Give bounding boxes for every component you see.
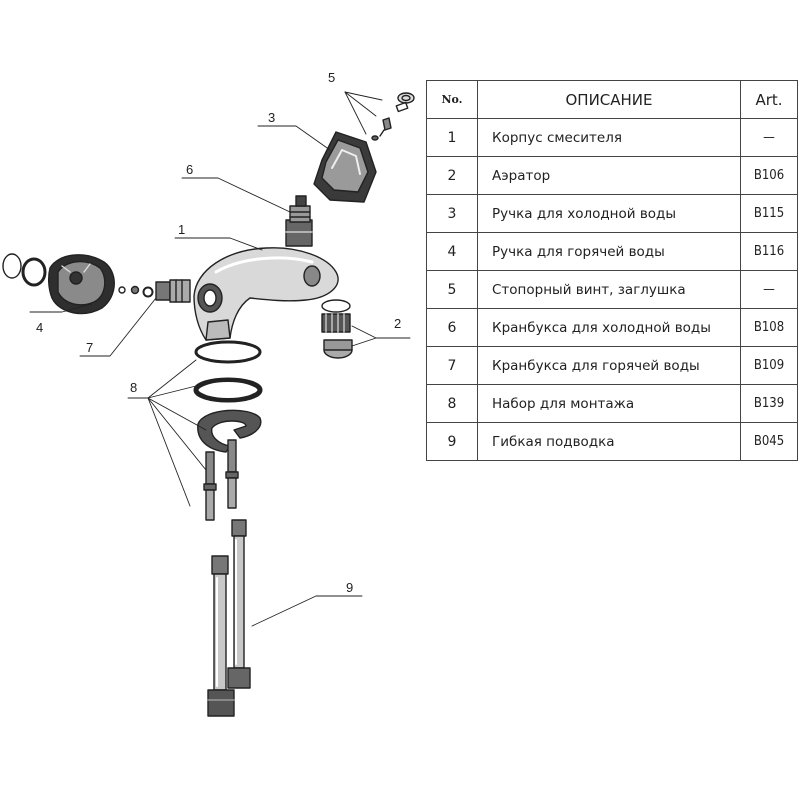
table-row: 3 Ручка для холодной воды B115 (426, 194, 798, 233)
row-article: — (740, 270, 798, 309)
callout-9: 9 (346, 580, 353, 595)
row-description: Гибкая подводка (477, 422, 741, 461)
cold-cartridge-part (285, 195, 313, 247)
table-header-row: No. ОПИСАНИЕ Art. (426, 80, 798, 119)
column-header-no: No. (426, 80, 478, 119)
table-row: 6 Кранбукса для холодной воды B108 (426, 308, 798, 347)
callout-5: 5 (328, 70, 335, 85)
callout-6: 6 (186, 162, 193, 177)
row-description: Аэратор (477, 156, 741, 195)
table-row: 2 Аэратор B106 (426, 156, 798, 195)
callout-8: 8 (130, 380, 137, 395)
hot-handle-part (2, 253, 115, 315)
row-description: Кранбукса для холодной воды (477, 308, 741, 347)
row-article: B106 (740, 156, 798, 195)
row-article: B115 (740, 194, 798, 233)
row-number: 2 (426, 156, 478, 195)
row-article: B116 (740, 232, 798, 271)
row-article: B109 (740, 346, 798, 385)
row-number: 9 (426, 422, 478, 461)
table-row: 1 Корпус смесителя — (426, 118, 798, 157)
flexible-hoses-part (207, 519, 251, 717)
row-number: 1 (426, 118, 478, 157)
row-description: Корпус смесителя (477, 118, 741, 157)
row-article: B108 (740, 308, 798, 347)
faucet-body-part (193, 247, 339, 341)
row-article: — (740, 118, 798, 157)
row-article: B139 (740, 384, 798, 423)
row-description: Кранбукса для горячей воды (477, 346, 741, 385)
row-number: 4 (426, 232, 478, 271)
callout-labels: 1 2 3 4 5 6 7 8 9 (36, 70, 401, 595)
row-number: 3 (426, 194, 478, 233)
mounting-kit-part (193, 340, 263, 521)
row-description: Набор для монтажа (477, 384, 741, 423)
table-row: 5 Стопорный винт, заглушка — (426, 270, 798, 309)
parts-table: No. ОПИСАНИЕ Art. 1 Корпус смесителя — 2… (426, 80, 798, 461)
cold-handle-part (313, 131, 377, 203)
table-row: 7 Кранбукса для горячей воды B109 (426, 346, 798, 385)
callout-3: 3 (268, 110, 275, 125)
row-number: 5 (426, 270, 478, 309)
hot-cartridge-part (118, 279, 191, 303)
callout-1: 1 (178, 222, 185, 237)
row-description: Стопорный винт, заглушка (477, 270, 741, 309)
callout-7: 7 (86, 340, 93, 355)
table-row: 4 Ручка для горячей воды B116 (426, 232, 798, 271)
callout-2: 2 (394, 316, 401, 331)
row-number: 7 (426, 346, 478, 385)
exploded-view-diagram: 1 2 3 4 5 6 7 8 9 (2, 70, 415, 717)
column-header-description: ОПИСАНИЕ (477, 80, 741, 119)
row-number: 6 (426, 308, 478, 347)
row-description: Ручка для холодной воды (477, 194, 741, 233)
column-header-art: Art. (740, 80, 798, 119)
row-number: 8 (426, 384, 478, 423)
set-screw-and-cap-part (371, 92, 415, 141)
table-row: 8 Набор для монтажа B139 (426, 384, 798, 423)
aerator-part (321, 299, 353, 359)
leader-lines (29, 91, 411, 627)
table-row: 9 Гибкая подводка B045 (426, 422, 798, 461)
row-description: Ручка для горячей воды (477, 232, 741, 271)
callout-4: 4 (36, 320, 43, 335)
row-article: B045 (740, 422, 798, 461)
